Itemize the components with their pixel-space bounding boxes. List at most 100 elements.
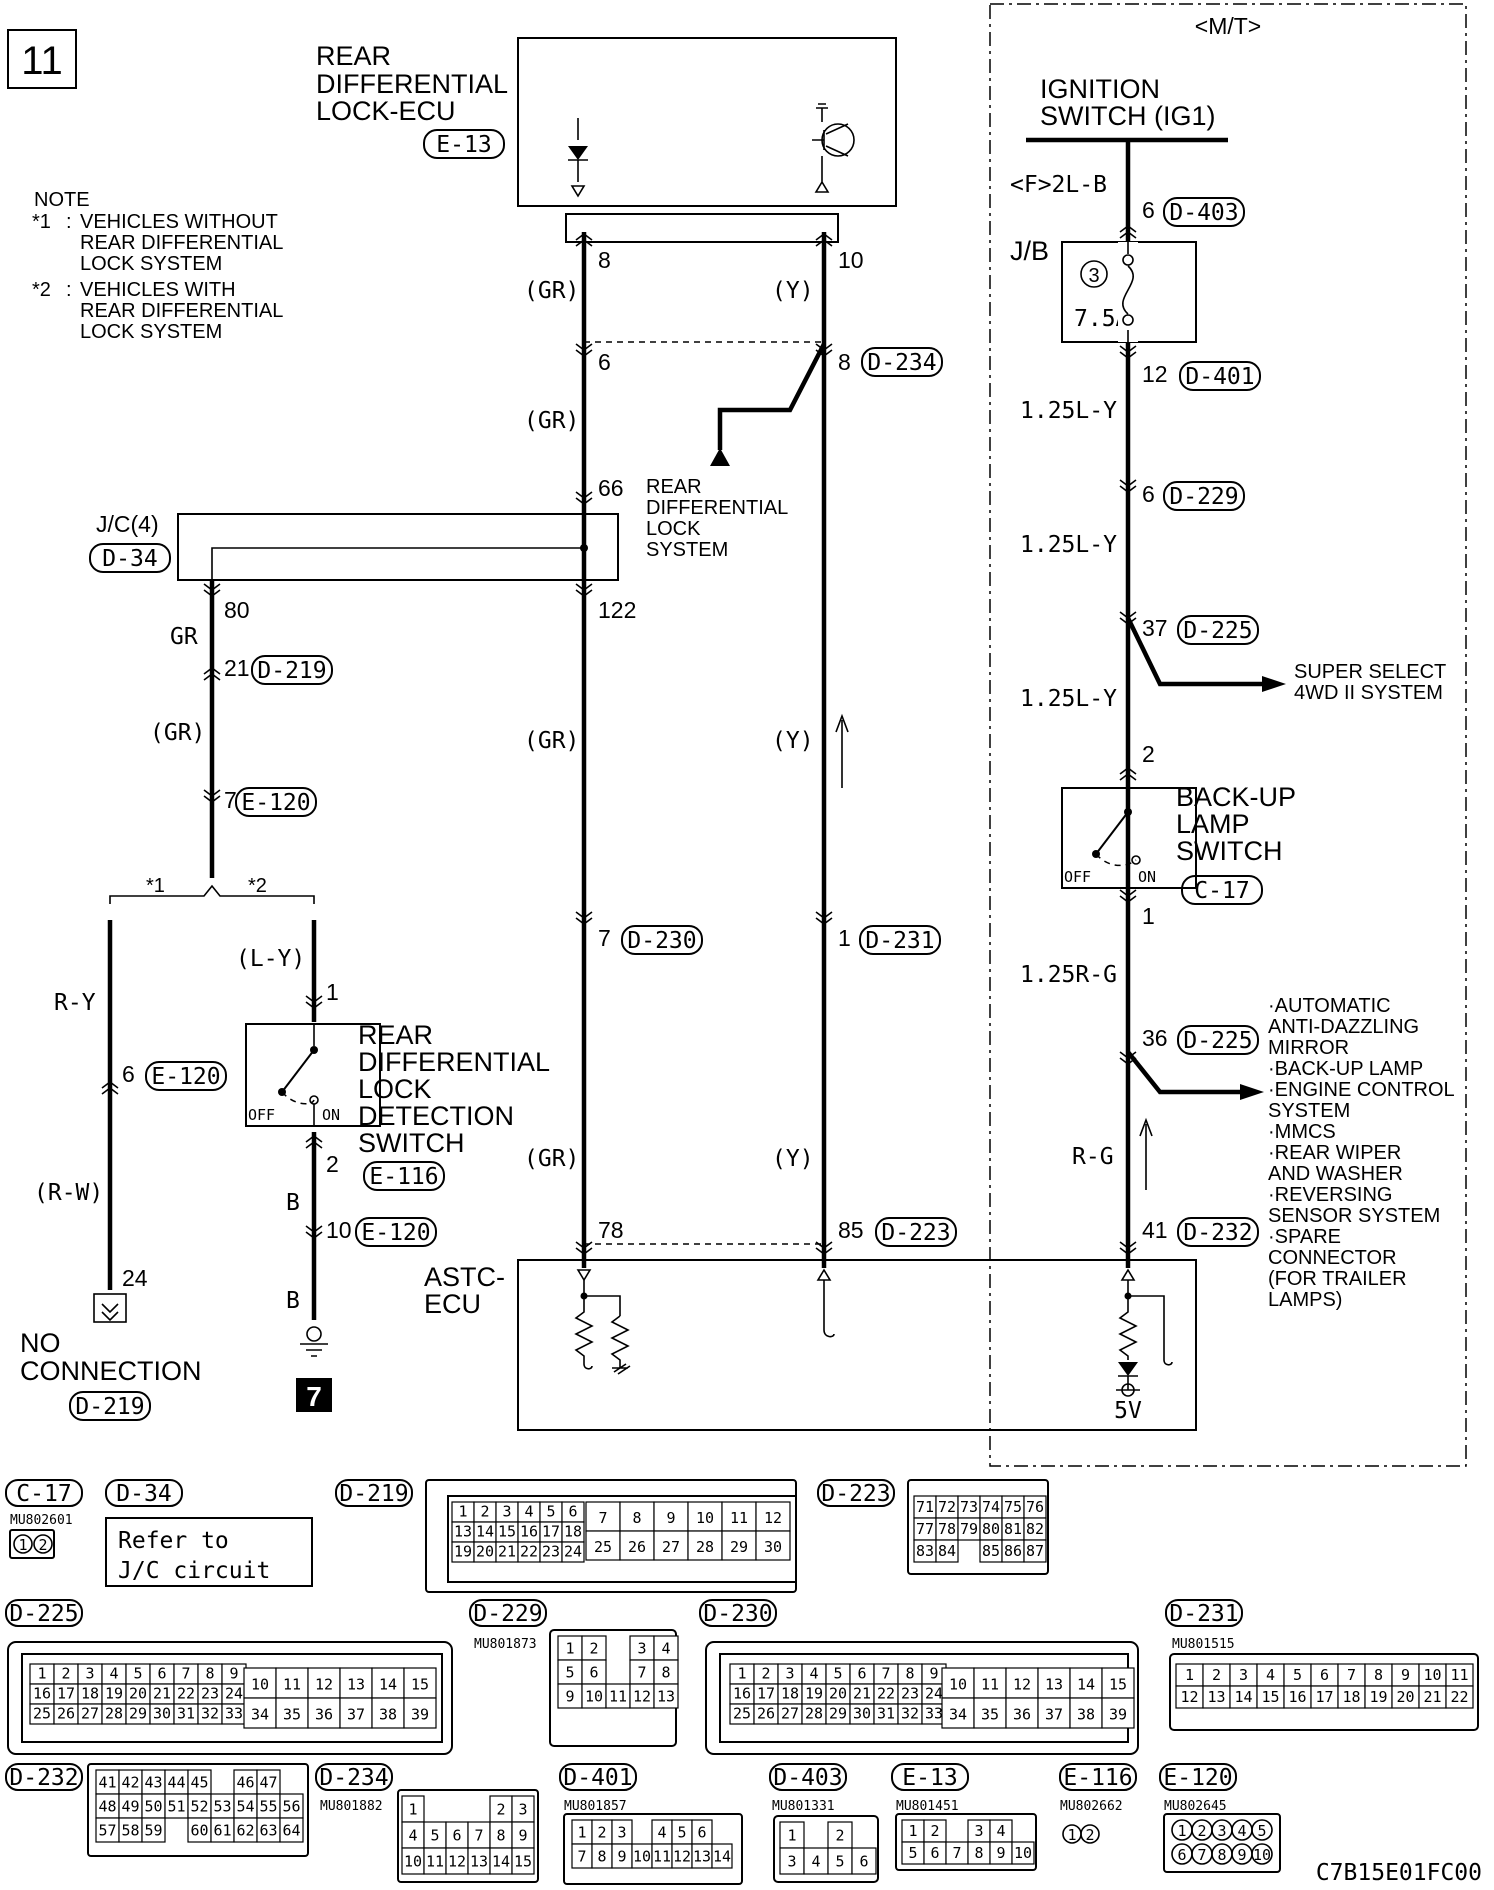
pin-label: 20 — [476, 1542, 494, 1560]
pin-label: 34 — [251, 1706, 269, 1724]
pin-label: 56 — [282, 1797, 300, 1815]
pin-label: 9 — [666, 1509, 675, 1527]
pin-label: 21 — [498, 1542, 516, 1560]
pin-label: 27 — [662, 1538, 680, 1556]
wire-color-label: R-G — [1072, 1144, 1114, 1170]
connector-ref: D-234 — [867, 350, 936, 376]
pin-label: 9 — [617, 1847, 626, 1865]
pin-label: 14 — [1234, 1688, 1252, 1706]
pin-label: 78 — [938, 1520, 956, 1538]
switch-contact-icon — [1095, 811, 1129, 855]
pin-label: 27 — [781, 1704, 799, 1722]
backup-lamp-item: (FOR TRAILER — [1268, 1268, 1407, 1290]
connector-name: D-232 — [9, 1765, 78, 1791]
connector-badge — [1163, 197, 1245, 227]
pin-label: 17 — [542, 1522, 560, 1540]
pin-label: 1 — [737, 1664, 746, 1682]
pin-label: 10 — [251, 1676, 269, 1694]
pin-cell — [275, 1697, 309, 1729]
svg-text:ECU: ECU — [424, 1289, 481, 1319]
pin-label: 7 — [598, 1509, 607, 1527]
pin-label: 12 — [633, 1687, 651, 1705]
connector-badge — [1059, 1763, 1137, 1791]
connector-ref: E-120 — [151, 1064, 220, 1090]
svg-text:BACK-UP: BACK-UP — [1176, 782, 1296, 812]
note-2-line: VEHICLES WITH — [80, 279, 236, 301]
pin-label: 5 — [430, 1827, 439, 1845]
connector-name: D-223 — [821, 1481, 890, 1507]
wire-color-label: (GR) — [524, 1146, 579, 1172]
connector-e13-ref: E-13 — [436, 132, 491, 158]
pin-label: 1 — [565, 1639, 574, 1657]
connector-badge — [355, 1217, 437, 1247]
pin-label: 13 — [470, 1853, 488, 1871]
fuse-icon — [1122, 265, 1134, 315]
svg-text:DIFFERENTIAL: DIFFERENTIAL — [646, 497, 788, 519]
pin-label: 37 — [1045, 1706, 1063, 1724]
pin-number: 7 — [224, 787, 237, 813]
ignition-switch: IGNITION SWITCH (IG1) — [1026, 74, 1228, 143]
pin-label: 1 — [37, 1664, 46, 1682]
pin-cell — [339, 1667, 373, 1699]
connector-e116-ref: E-116 — [369, 1164, 438, 1190]
svg-text:J/C(4): J/C(4) — [96, 511, 159, 537]
pin-label: 35 — [981, 1706, 999, 1724]
connector-mark-icon — [1119, 225, 1137, 239]
pin-label: 17 — [757, 1684, 775, 1702]
svg-text:NO: NO — [20, 1328, 61, 1358]
connector-mark-icon — [101, 1081, 119, 1095]
connector-badge — [251, 655, 333, 685]
connector-mark-icon — [815, 343, 833, 357]
connector-badge — [859, 925, 941, 955]
svg-text:SWITCH: SWITCH — [358, 1128, 464, 1158]
pin-label: 13 — [1045, 1676, 1063, 1694]
pin-label: 1 — [1177, 1822, 1186, 1840]
connector-badge — [1165, 1599, 1243, 1627]
pin-label: 12 — [764, 1509, 782, 1527]
connector-badge — [861, 347, 943, 377]
pin-label: 28 — [805, 1704, 823, 1722]
connector-badge — [315, 1763, 393, 1791]
pin-label: 1 — [1067, 1826, 1076, 1844]
pin-label: 64 — [282, 1821, 300, 1839]
pin-label: 19 — [454, 1542, 472, 1560]
pin-label: 81 — [1004, 1520, 1022, 1538]
pin-label: 23 — [201, 1684, 219, 1702]
pin-label: 15 — [1261, 1688, 1279, 1706]
svg-text::: : — [66, 211, 72, 233]
pin-label: 3 — [85, 1664, 94, 1682]
pin-label: 28 — [696, 1538, 714, 1556]
pin-label: 1 — [908, 1822, 917, 1840]
pin-label: 52 — [190, 1797, 208, 1815]
pin-label: 9 — [996, 1844, 1005, 1862]
pin-label: 9 — [1237, 1846, 1246, 1864]
connector-ref: D-401 — [1185, 364, 1254, 390]
pin-cell — [1251, 1819, 1273, 1841]
connector-badge — [423, 129, 505, 159]
pin-number: 85 — [838, 1217, 864, 1243]
branch-mark-2: *2 — [248, 875, 267, 897]
pin-label: 12 — [673, 1847, 691, 1865]
connector-badge — [891, 1763, 969, 1791]
svg-text:ON: ON — [1138, 868, 1156, 886]
svg-text:LOCK: LOCK — [646, 518, 701, 540]
pin-number: 2 — [326, 1151, 339, 1177]
pin-label: 3 — [518, 1801, 527, 1819]
connector-badge — [469, 1599, 547, 1627]
pin-label: 5 — [835, 1853, 844, 1871]
connector-mark-icon — [305, 1225, 323, 1239]
pin-label: 86 — [1004, 1542, 1022, 1560]
pin-label: 5 — [565, 1663, 574, 1681]
pin-label: 83 — [916, 1542, 934, 1560]
pin-label: 7 — [1347, 1666, 1356, 1684]
pin-label: 2 — [930, 1822, 939, 1840]
pin-label: 13 — [347, 1676, 365, 1694]
pin-label: 26 — [57, 1704, 75, 1722]
pin-label: 33 — [225, 1704, 243, 1722]
connector-housing — [447, 1495, 797, 1583]
pin-number: 10 — [326, 1217, 352, 1243]
pin-label: 12 — [315, 1676, 333, 1694]
pin-label: 10 — [696, 1509, 714, 1527]
pin-label: 44 — [167, 1773, 185, 1791]
